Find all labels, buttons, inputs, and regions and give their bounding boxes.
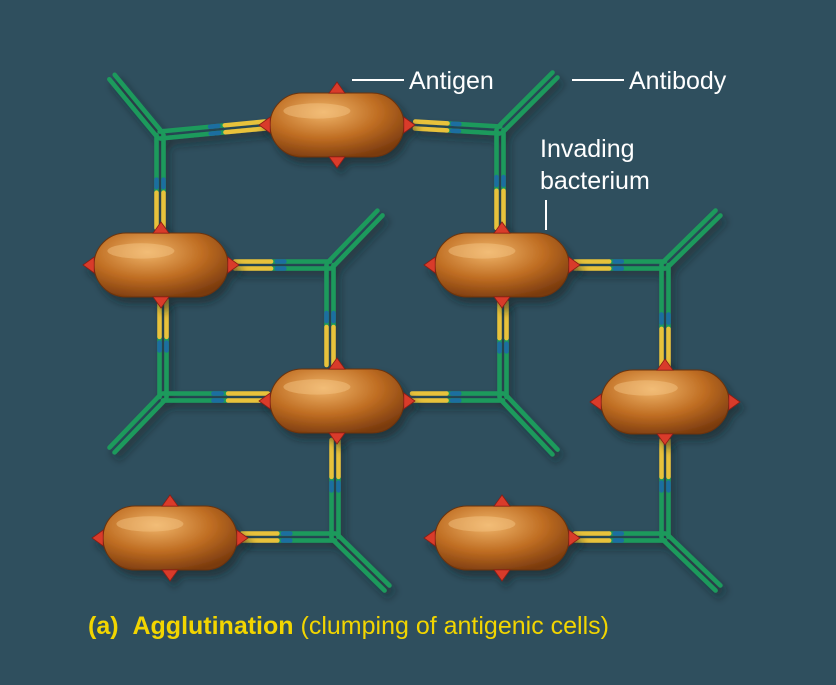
bacterium-body (600, 369, 730, 435)
antigen-marker (568, 256, 581, 274)
bacterium-body (269, 368, 405, 434)
bacterium-highlight (448, 516, 516, 532)
bacterium-body (102, 505, 238, 571)
antigen-marker (328, 81, 346, 94)
antibody-6 (409, 299, 560, 457)
antigen-label: Antigen (409, 67, 494, 95)
bacterium-5 (589, 358, 741, 446)
antibody-8 (572, 437, 723, 593)
bacterium-4 (258, 357, 416, 445)
antigen-marker (82, 256, 95, 274)
antigen-marker (152, 296, 170, 309)
antigen-marker (656, 433, 674, 446)
bacterium-highlight (613, 380, 678, 396)
bacterium-highlight (283, 103, 351, 119)
bacterium-body (93, 232, 229, 298)
antigen-marker (161, 569, 179, 582)
caption-title: Agglutination (132, 612, 294, 640)
antibody-4 (572, 208, 723, 371)
antigen-marker (328, 432, 346, 445)
bacterium-3 (423, 221, 581, 309)
bacterium-6 (91, 494, 249, 582)
antigen-marker (258, 116, 271, 134)
antigen-marker (656, 358, 674, 371)
bacterium-highlight (107, 243, 175, 259)
figure-caption: (a) Agglutination (clumping of antigenic… (88, 612, 609, 641)
antigen-marker (423, 529, 436, 547)
antigen-marker (728, 393, 741, 411)
antigen-marker (328, 357, 346, 370)
caption-description: (clumping of antigenic cells) (300, 612, 609, 640)
antibody-label: Antibody (629, 67, 727, 95)
bacterium-highlight (448, 243, 516, 259)
bacterium-body (269, 92, 405, 158)
antibody-7 (239, 437, 392, 593)
antigen-marker (493, 569, 511, 582)
antigen-marker (152, 221, 170, 234)
bacteria-group (82, 81, 741, 582)
bacterium-1 (258, 81, 416, 169)
antibody-2 (412, 70, 560, 231)
antigen-marker (91, 529, 104, 547)
bacterium-highlight (116, 516, 184, 532)
antigen-marker (328, 156, 346, 169)
bacterium-body (434, 505, 570, 571)
bacterium-highlight (283, 379, 351, 395)
bacterium-2 (82, 221, 240, 309)
antibody-3 (232, 208, 385, 368)
bacterium-body (434, 232, 570, 298)
bacterium-7 (423, 494, 581, 582)
antibody-5 (107, 297, 271, 455)
antigen-marker (423, 256, 436, 274)
antigen-marker (258, 392, 271, 410)
invading-bacterium-label-line2: bacterium (540, 167, 650, 195)
antigen-marker (568, 529, 581, 547)
antigen-marker (493, 221, 511, 234)
antibody-1 (107, 72, 268, 231)
antigen-marker (589, 393, 602, 411)
invading-bacterium-label-line1: Invading (540, 135, 635, 163)
antigen-marker (493, 494, 511, 507)
caption-part: (a) (88, 612, 119, 640)
antigen-marker (403, 116, 416, 134)
antigen-marker (403, 392, 416, 410)
antigen-marker (161, 494, 179, 507)
antigen-marker (227, 256, 240, 274)
antigen-marker (493, 296, 511, 309)
antibody-network (107, 70, 723, 593)
antigen-marker (236, 529, 249, 547)
